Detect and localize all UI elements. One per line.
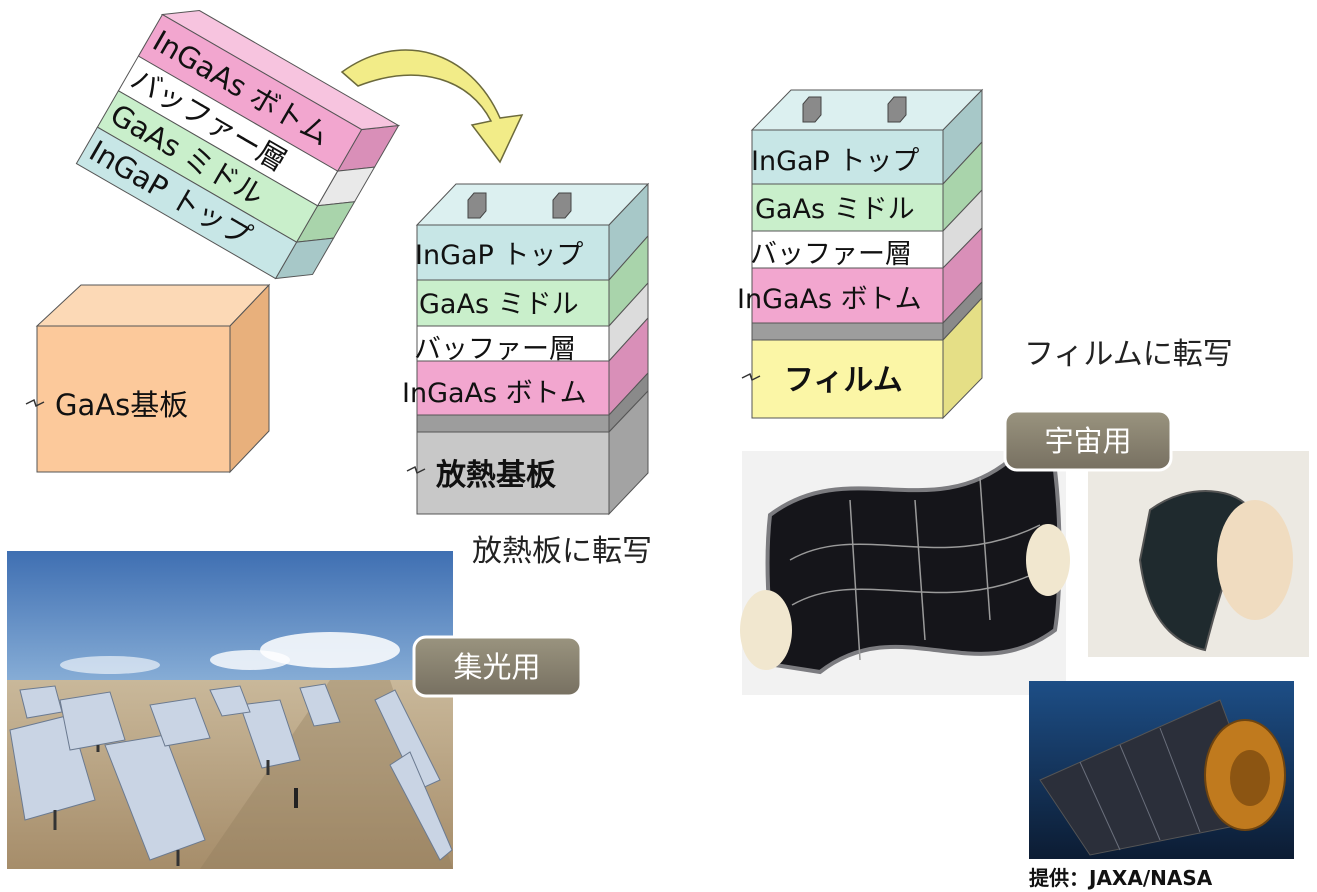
film-cell-stack: InGaP トップ GaAs ミドル バッファー層 InGaAs ボトム フィル… bbox=[737, 88, 984, 420]
substrate-leader-line bbox=[25, 398, 45, 408]
flexible-cell-photo bbox=[740, 451, 1070, 695]
spacecraft-photo bbox=[1029, 681, 1294, 859]
film-caption: フィルムに転写 bbox=[1024, 337, 1233, 372]
transfer-arrow bbox=[340, 49, 524, 164]
concentrator-badge: 集光用 bbox=[412, 635, 583, 698]
film-layer-ingap bbox=[751, 129, 944, 185]
heatsink-caption: 放熱板に転写 bbox=[472, 534, 652, 569]
film-layer-buffer bbox=[751, 230, 944, 269]
heatsink-label-ingaas: InGaAs ボトム bbox=[402, 378, 587, 409]
gaas-substrate-cube: GaAs基板 bbox=[25, 283, 271, 474]
film-label-buffer: バッファー層 bbox=[750, 239, 912, 270]
heatsink-base bbox=[416, 431, 610, 515]
heatsink-layer-ingaas bbox=[416, 360, 610, 416]
heatsink-bond-layer bbox=[416, 414, 610, 433]
film-layer-ingaas bbox=[751, 267, 944, 324]
curved-cell-photo bbox=[1088, 451, 1309, 657]
film-label-gaas: GaAs ミドル bbox=[755, 194, 915, 225]
heatsink-label-gaas: GaAs ミドル bbox=[419, 289, 579, 320]
tilted-layer-ingap bbox=[75, 126, 298, 280]
substrate-label: GaAs基板 bbox=[55, 388, 188, 422]
space-badge-label: 宇宙用 bbox=[1044, 424, 1131, 458]
film-label-ingap: InGaP トップ bbox=[751, 146, 919, 177]
space-badge: 宇宙用 bbox=[1003, 409, 1173, 472]
heatsink-layer-buffer bbox=[416, 325, 610, 362]
tilted-stack-sides bbox=[160, 9, 401, 280]
film-bond-layer bbox=[751, 322, 944, 341]
heatsink-label-ingap: InGaP トップ bbox=[415, 240, 583, 271]
heatsink-base-label: 放熱基板 bbox=[435, 458, 556, 493]
tilted-cell-stack: InGaAs ボトム バッファー層 GaAs ミドル InGaP トップ bbox=[75, 9, 401, 280]
heatsink-cell-stack: InGaP トップ GaAs ミドル バッファー層 InGaAs ボトム 放熱基… bbox=[402, 182, 650, 516]
film-layer-gaas bbox=[751, 183, 944, 232]
photo-credit: 提供：JAXA/NASA bbox=[1029, 866, 1213, 890]
heatsink-label-buffer: バッファー層 bbox=[414, 334, 576, 365]
film-label-ingaas: InGaAs ボトム bbox=[737, 284, 922, 315]
concentrator-array-photo bbox=[7, 551, 453, 869]
heatsink-layer-ingap bbox=[416, 224, 610, 281]
film-base-label: フィルム bbox=[784, 363, 903, 398]
concentrator-badge-label: 集光用 bbox=[453, 650, 540, 684]
film-base bbox=[751, 339, 944, 419]
heatsink-layer-gaas bbox=[416, 279, 610, 327]
